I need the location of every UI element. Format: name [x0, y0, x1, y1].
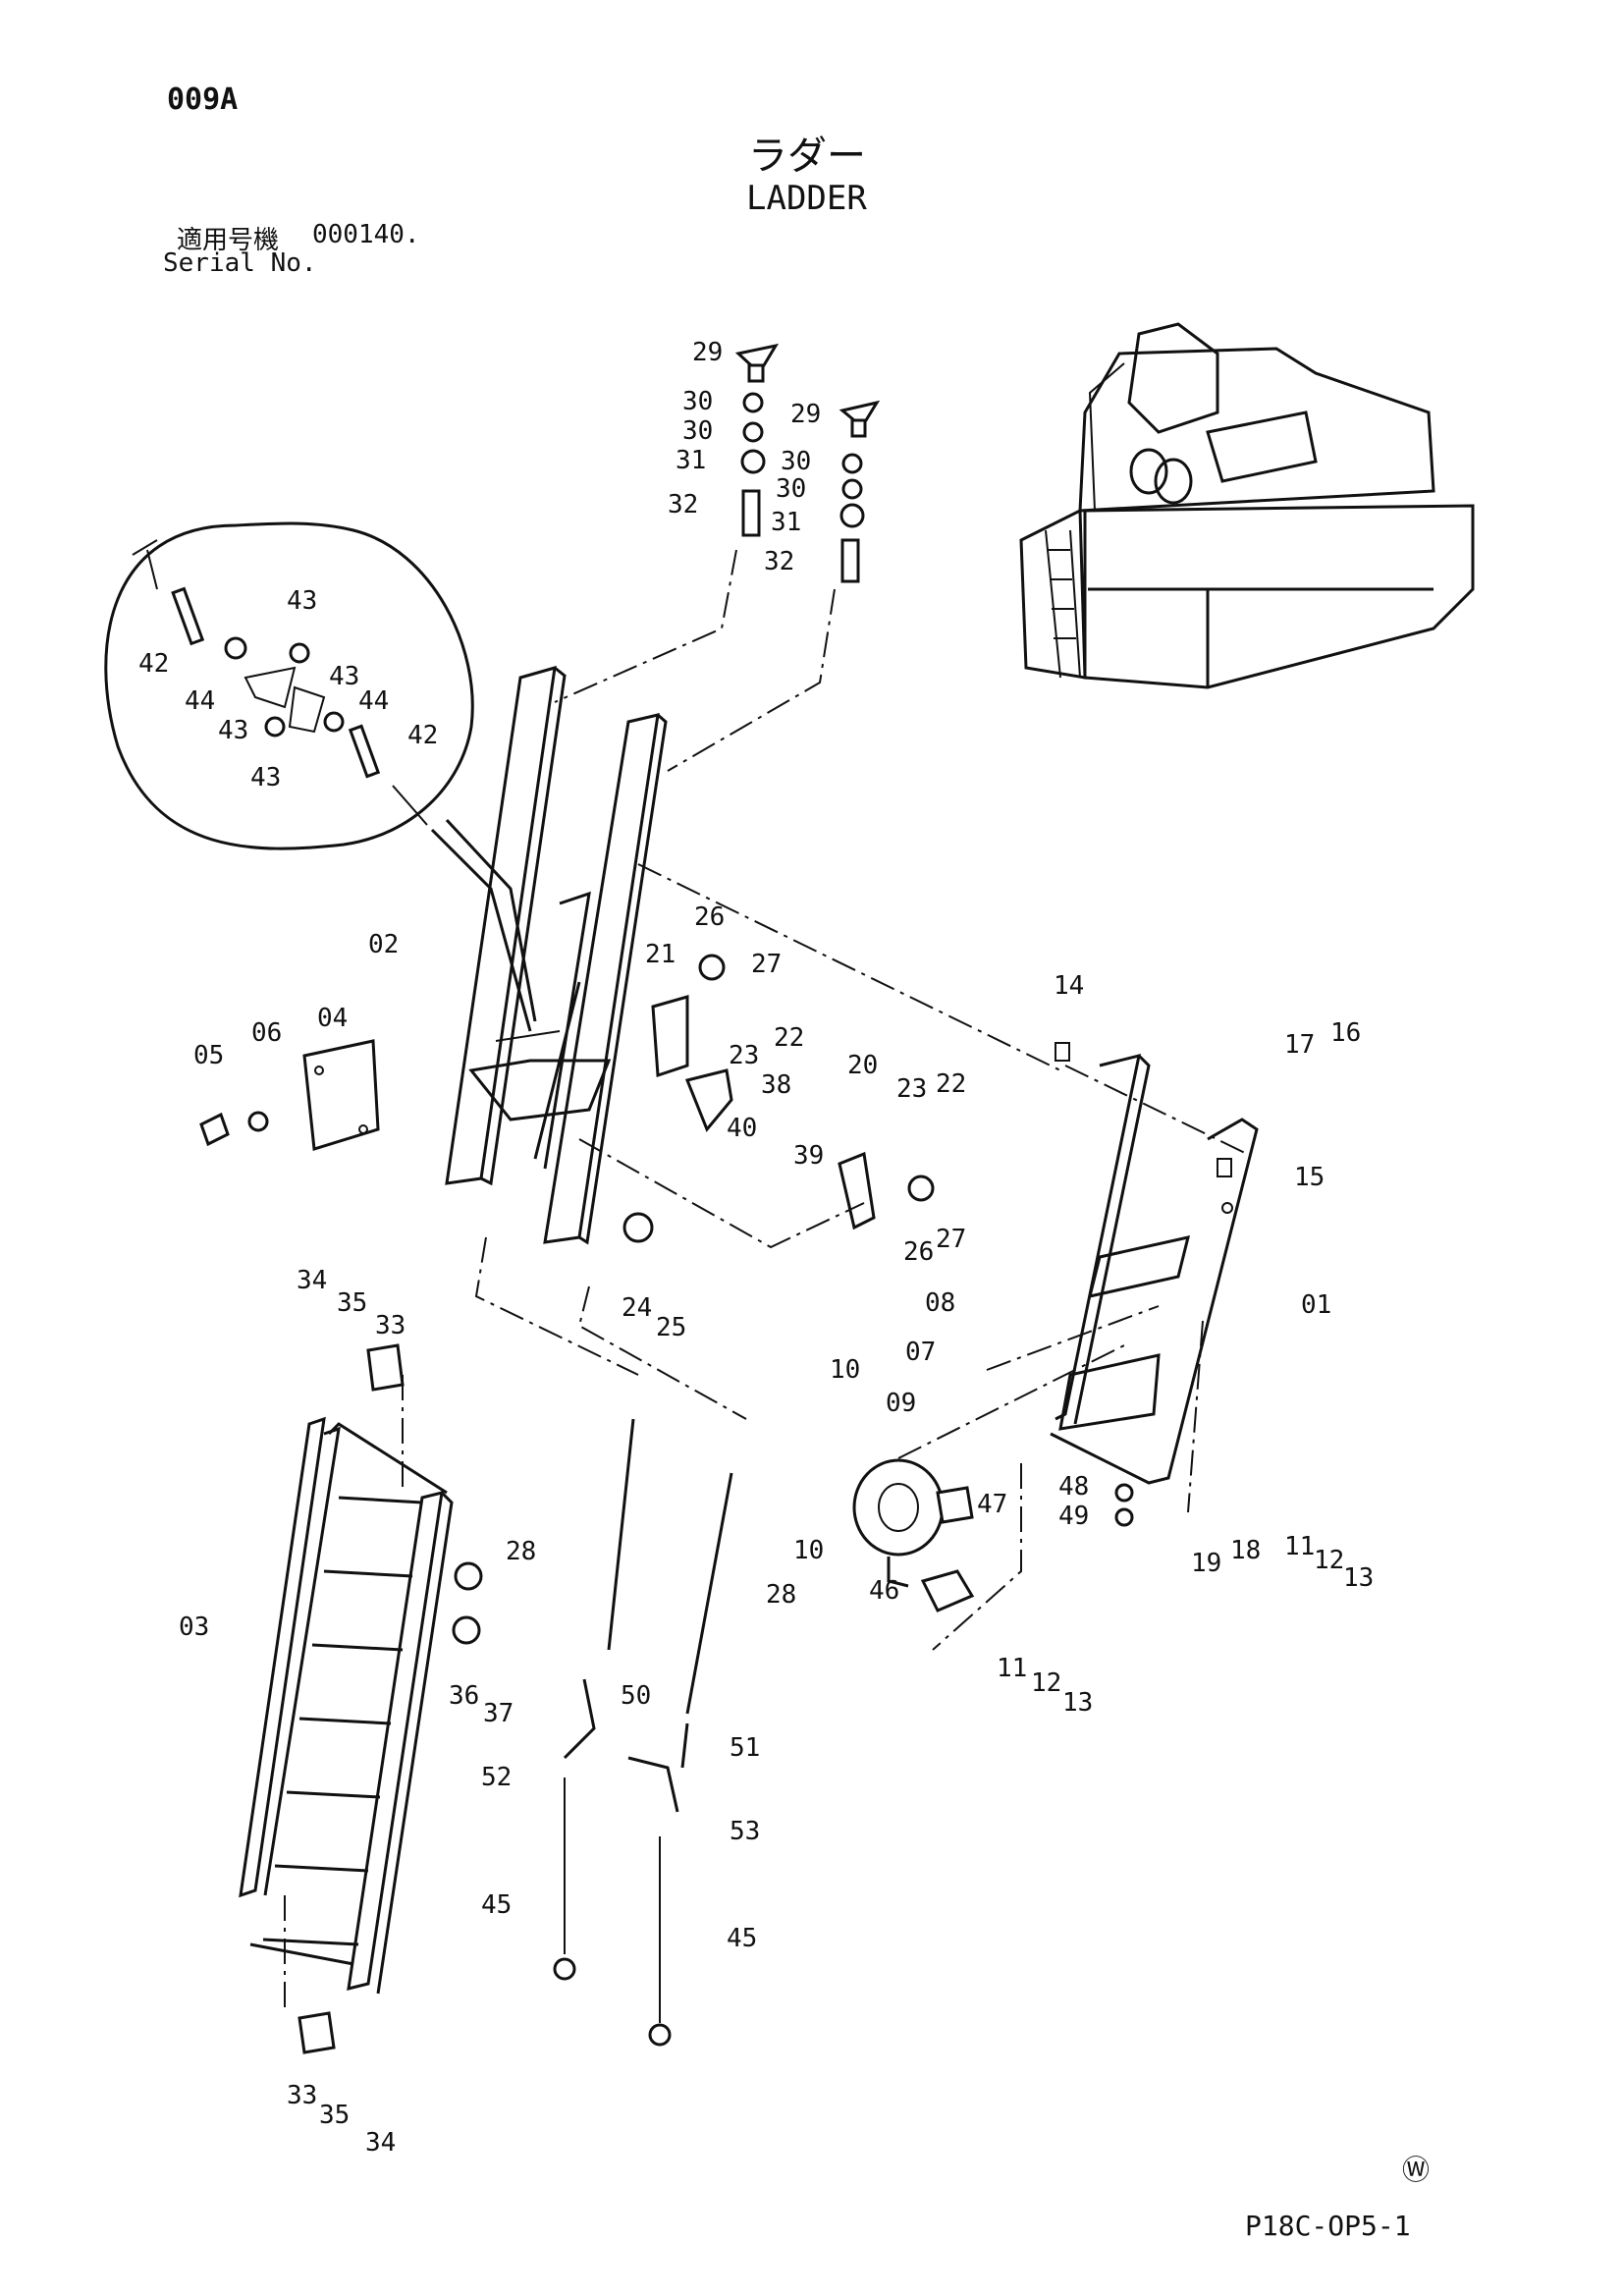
callout-label: 35: [319, 2101, 350, 2130]
page-code: 009A: [167, 82, 239, 117]
callout-label: 04: [317, 1004, 348, 1033]
drawing-code: P18C-OP5-1: [1245, 2210, 1411, 2242]
callout-label: 09: [886, 1389, 916, 1418]
page-title-en: LADDER: [746, 179, 867, 218]
part-callouts: 29 30 30 31 32 29 30 30 31 32 43 42 44 4…: [138, 338, 1374, 2158]
callout-label: 50: [621, 1681, 651, 1711]
cables-and-chains: [553, 1418, 733, 2047]
callout-label: 38: [761, 1070, 791, 1100]
upper-ladder-rails: [445, 665, 668, 1245]
callout-label: 12: [1314, 1546, 1344, 1575]
callout-label: 43: [218, 716, 248, 745]
callout-label: 39: [793, 1141, 824, 1171]
callout-label: 36: [449, 1681, 479, 1711]
callout-label: 06: [251, 1018, 282, 1048]
callout-label: 43: [329, 662, 359, 691]
callout-label: 44: [358, 686, 389, 716]
callout-label: 51: [730, 1733, 760, 1763]
serial-label-jp: 適用号機: [177, 226, 280, 255]
callout-label: 27: [936, 1225, 966, 1254]
lower-ladder-03: [239, 1343, 481, 2054]
detail-callout-bubble: [104, 521, 537, 1032]
callout-label: 20: [847, 1051, 878, 1080]
callout-label: 23: [729, 1041, 759, 1070]
callout-label: 30: [682, 416, 713, 446]
callout-label: 29: [692, 338, 723, 367]
serial-number: 000140.: [312, 220, 420, 249]
callout-label: 31: [771, 508, 801, 537]
callout-label: 45: [481, 1890, 512, 1920]
callout-label: 26: [903, 1237, 934, 1267]
top-hardware: [734, 343, 881, 583]
callout-label: 46: [869, 1576, 899, 1606]
callout-label: 28: [766, 1580, 796, 1610]
callout-label: 13: [1062, 1688, 1093, 1718]
callout-label: 47: [977, 1490, 1007, 1519]
callout-label: 30: [776, 474, 806, 504]
callout-label: 12: [1031, 1668, 1061, 1698]
callout-label: 03: [179, 1613, 209, 1642]
cover-plate-04: [199, 1039, 380, 1151]
callout-label: 23: [896, 1074, 927, 1104]
callout-label: 14: [1054, 971, 1084, 1001]
callout-label: 34: [297, 1266, 327, 1295]
callout-label: 52: [481, 1763, 512, 1792]
callout-label: 28: [506, 1537, 536, 1566]
callout-label: 35: [337, 1288, 367, 1318]
page-title-jp: ラダー: [748, 134, 866, 179]
callout-label: 53: [730, 1817, 760, 1846]
winch-assembly-09: [852, 1458, 1134, 1613]
callout-label: 21: [645, 940, 676, 969]
callout-label: 29: [790, 400, 821, 429]
callout-label: 01: [1301, 1290, 1331, 1320]
callout-label: 37: [483, 1699, 514, 1728]
callout-label: 34: [365, 2128, 396, 2158]
callout-label: 43: [250, 763, 281, 793]
callout-label: 30: [781, 447, 811, 476]
callout-label: 08: [925, 1288, 955, 1318]
callout-label: 31: [676, 446, 706, 475]
callout-label: 43: [287, 586, 317, 616]
callout-label: 10: [830, 1355, 860, 1385]
brackets: [454, 954, 935, 1591]
callout-label: 44: [185, 686, 215, 716]
callout-label: 49: [1058, 1502, 1089, 1531]
callout-label: 02: [368, 930, 399, 959]
callout-label: 27: [751, 950, 782, 979]
callout-label: 42: [407, 721, 438, 750]
support-frame-01: [1050, 1042, 1259, 1485]
callout-label: 22: [936, 1069, 966, 1099]
callout-label: 32: [764, 547, 794, 576]
machine-overview-drawing: [1019, 322, 1475, 689]
callout-label: 05: [193, 1041, 224, 1070]
callout-label: 25: [656, 1313, 686, 1342]
callout-label: 32: [668, 490, 698, 519]
callout-label: 07: [905, 1338, 936, 1367]
callout-label: 15: [1294, 1163, 1325, 1192]
assembly-leader-lines: [284, 549, 1248, 2008]
callout-label: 42: [138, 649, 169, 679]
callout-label: 11: [997, 1654, 1027, 1683]
callout-label: 19: [1191, 1549, 1221, 1578]
callout-label: 33: [287, 2081, 317, 2110]
callout-label: 24: [622, 1293, 652, 1323]
copyright-mark: Ⓦ: [1402, 2154, 1431, 2186]
callout-label: 17: [1284, 1030, 1315, 1060]
serial-label-en: Serial No.: [163, 248, 317, 278]
callout-label: 33: [375, 1311, 406, 1340]
callout-label: 13: [1343, 1563, 1374, 1593]
callout-label: 48: [1058, 1472, 1089, 1502]
callout-label: 22: [774, 1023, 804, 1053]
callout-label: 18: [1230, 1536, 1261, 1565]
callout-label: 10: [793, 1536, 824, 1565]
callout-label: 45: [727, 1924, 757, 1953]
callout-label: 40: [727, 1114, 757, 1143]
callout-label: 16: [1330, 1018, 1361, 1048]
callout-label: 30: [682, 387, 713, 416]
callout-label: 26: [694, 902, 725, 932]
callout-label: 11: [1284, 1532, 1315, 1561]
